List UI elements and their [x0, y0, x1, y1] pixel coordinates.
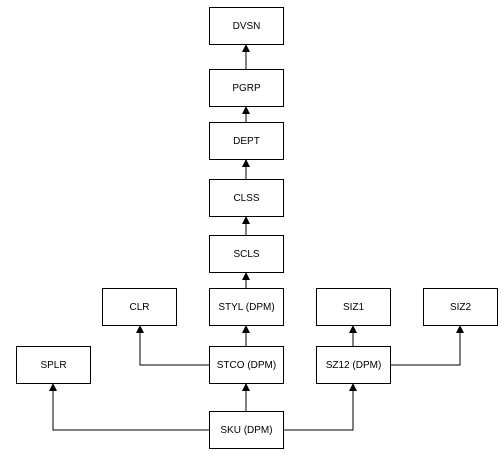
node-label-sz12: SZ12 (DPM) [325, 359, 382, 371]
node-label-scls: SCLS [233, 248, 260, 260]
node-siz1: SIZ1 [316, 288, 391, 326]
node-label-pgrp: PGRP [232, 82, 261, 94]
node-styl: STYL (DPM) [209, 288, 284, 326]
node-label-dvsn: DVSN [232, 20, 261, 32]
edge-sku-to-splr [49, 383, 209, 431]
node-label-dept: DEPT [233, 135, 260, 147]
node-siz2: SIZ2 [423, 288, 498, 326]
node-stco: STCO (DPM) [209, 346, 284, 384]
edge-sku-to-sz12 [284, 383, 357, 431]
node-label-siz1: SIZ1 [342, 301, 365, 313]
node-dept: DEPT [209, 122, 284, 160]
node-clss: CLSS [209, 179, 284, 217]
node-sz12: SZ12 (DPM) [316, 346, 391, 384]
node-clr: CLR [102, 288, 177, 326]
edge-stco-to-clr [136, 325, 209, 366]
node-pgrp: PGRP [209, 69, 284, 107]
node-dvsn: DVSN [209, 7, 284, 45]
node-scls: SCLS [209, 235, 284, 273]
node-label-clss: CLSS [233, 192, 260, 204]
node-label-clr: CLR [129, 301, 150, 313]
node-label-stco: STCO (DPM) [216, 359, 277, 371]
node-sku: SKU (DPM) [209, 411, 284, 449]
node-label-splr: SPLR [40, 359, 67, 371]
node-splr: SPLR [16, 346, 91, 384]
node-label-sku: SKU (DPM) [220, 424, 273, 436]
edge-sz12-to-siz2 [391, 325, 464, 366]
node-label-siz2: SIZ2 [449, 301, 472, 313]
node-label-styl: STYL (DPM) [218, 301, 275, 313]
